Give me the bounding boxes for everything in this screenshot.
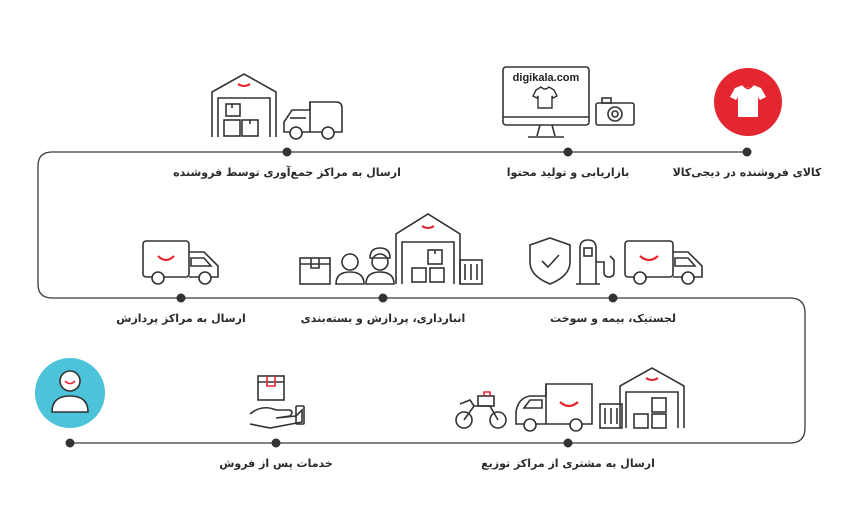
node-6 [176, 293, 186, 303]
customer-icon [35, 358, 105, 428]
delivery-truck-icon [142, 240, 219, 285]
motorcycle-icon [455, 391, 507, 429]
warehouse-icon [395, 213, 461, 284]
node-1 [742, 147, 752, 157]
step-label-4: لجستیک، بیمه و سوخت [550, 312, 676, 325]
tshirt-icon [714, 68, 782, 136]
node-5 [378, 293, 388, 303]
box-icon [299, 257, 331, 285]
container-icon [599, 403, 623, 429]
container-icon [459, 259, 483, 285]
camera-icon [595, 97, 635, 126]
person-icon [335, 253, 365, 285]
step-label-5: انبارداری، پردازش و بسته‌بندی [300, 312, 466, 325]
delivery-truck-icon [624, 240, 703, 285]
fuel-pump-icon [576, 239, 615, 285]
step-label-3: ارسال به مراکز جمع‌آوری توسط فروشنده [173, 166, 401, 179]
shield-check-icon [529, 237, 571, 285]
step-label-6: ارسال به مراکز پردازش [116, 312, 246, 325]
monitor-icon [502, 66, 590, 138]
node-8 [271, 438, 281, 448]
warehouse-icon [211, 73, 277, 137]
step-label-2: بازاریابی و تولید محتوا [506, 166, 630, 179]
warehouse-icon [619, 367, 685, 429]
van-icon [515, 383, 593, 432]
node-4 [608, 293, 618, 303]
node-9 [65, 438, 75, 448]
node-3 [282, 147, 292, 157]
node-2 [563, 147, 573, 157]
worker-icon [365, 247, 395, 285]
timeline-path [37, 151, 806, 444]
step-label-8: خدمات پس از فروش [219, 457, 333, 470]
step-label-1: کالای فروشنده در دیجی‌کالا [672, 166, 822, 179]
brand-text: digikala.com [513, 72, 580, 84]
step-label-7: ارسال به مشتری از مراکز توزیع [481, 457, 655, 470]
hand-box-icon [249, 375, 305, 429]
node-7 [563, 438, 573, 448]
delivery-truck-icon [283, 101, 343, 140]
